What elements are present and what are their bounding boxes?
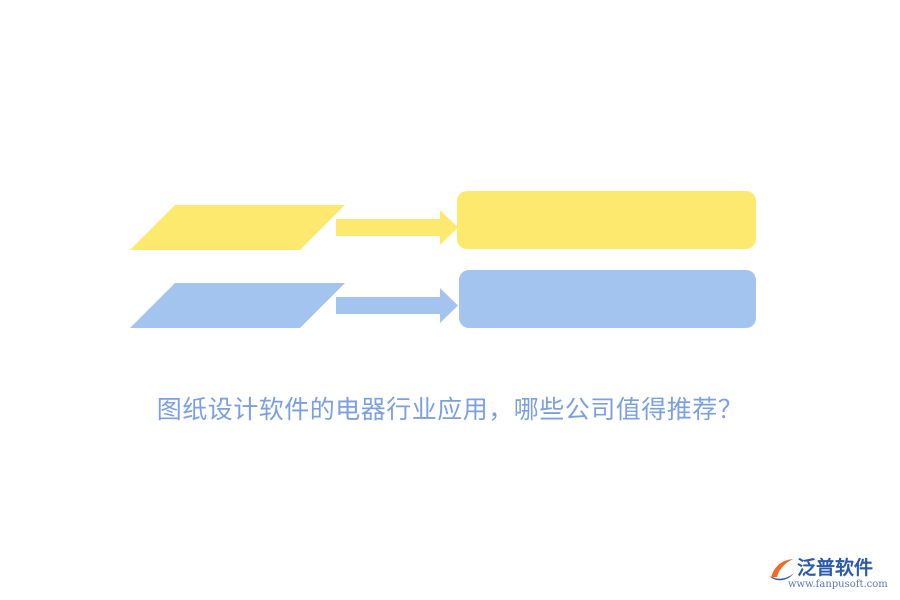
logo-brand-name: 泛普软件 xyxy=(797,557,874,579)
blue-parallelogram xyxy=(130,283,345,328)
blue-rounded-box xyxy=(459,270,756,328)
blue-arrow-shape xyxy=(336,288,458,323)
blue-parallelogram-shape xyxy=(130,283,345,328)
brand-logo[interactable]: 泛普软件 www.fanpusoft.com xyxy=(768,553,893,593)
headline-text: 图纸设计软件的电器行业应用，哪些公司值得推荐？ xyxy=(156,395,744,424)
yellow-rounded-box xyxy=(457,191,756,249)
logo-website-url: www.fanpusoft.com xyxy=(788,579,888,590)
yellow-parallelogram-shape xyxy=(130,205,345,250)
yellow-parallelogram xyxy=(130,205,345,250)
fanpu-logo-icon xyxy=(769,559,794,581)
yellow-arrow xyxy=(336,210,458,245)
yellow-arrow-shape xyxy=(336,210,458,245)
blue-arrow xyxy=(336,288,458,323)
